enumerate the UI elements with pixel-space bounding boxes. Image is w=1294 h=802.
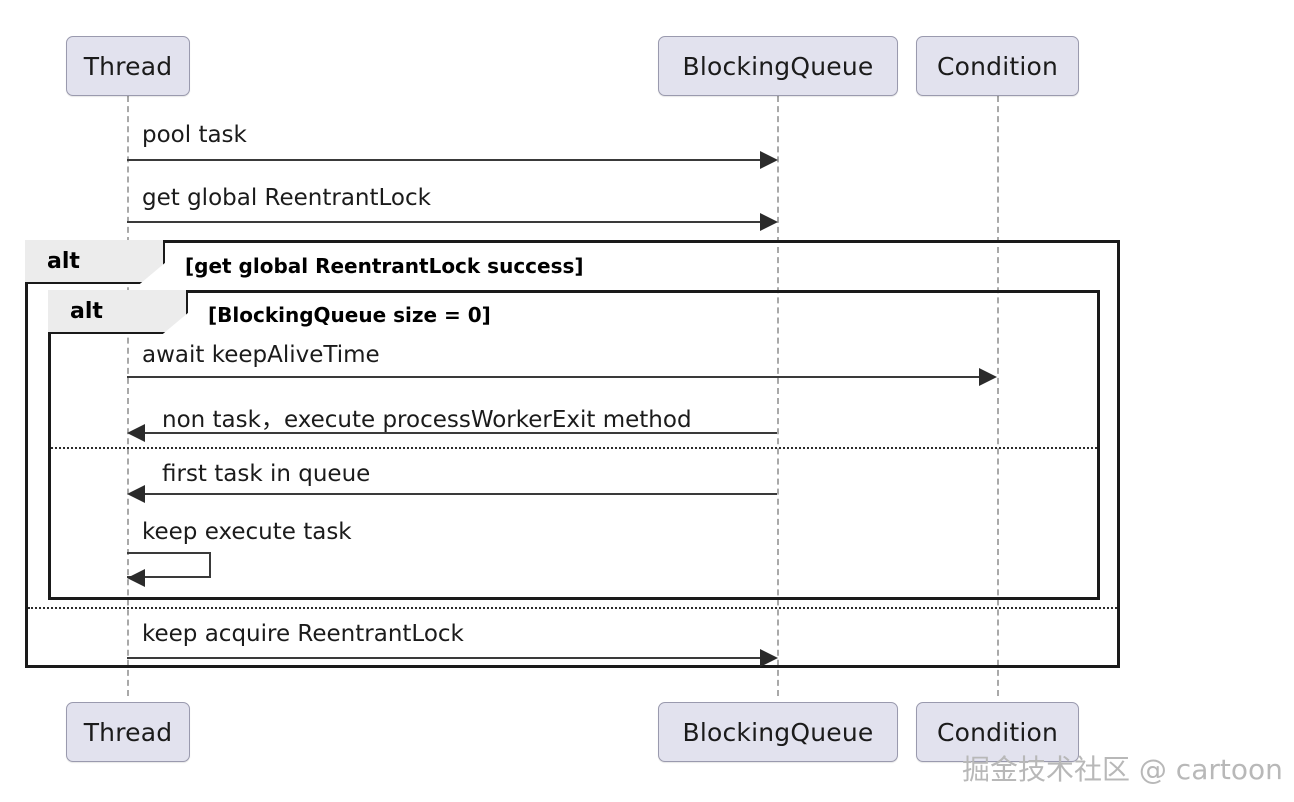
participant-thread-top-label: Thread	[83, 51, 173, 81]
lifeline-thread	[127, 96, 129, 696]
fragment-alt-inner-label: alt	[70, 298, 103, 324]
fragment-alt-inner-guard: [BlockingQueue size = 0]	[208, 303, 491, 327]
participant-blockingqueue-top-label: BlockingQueue	[682, 51, 874, 81]
message-line-keep-acquire-reentrantlock	[127, 657, 761, 659]
message-arrowhead-get-global-reentrantlock	[760, 213, 778, 231]
participant-blockingqueue-bottom-label: BlockingQueue	[682, 717, 874, 747]
participant-condition-top[interactable]: Condition	[916, 36, 1079, 96]
lifeline-blockingqueue	[777, 96, 779, 696]
message-label-await-keepalivetime: await keepAliveTime	[142, 342, 380, 368]
message-label-pool-task: pool task	[142, 122, 247, 148]
message-self-loop-keep-execute-task	[127, 552, 211, 578]
message-line-first-task-in-queue	[145, 493, 777, 495]
message-line-get-global-reentrantlock	[127, 221, 761, 223]
message-label-keep-acquire-reentrantlock: keep acquire ReentrantLock	[142, 621, 464, 647]
fragment-alt-inner-divider	[51, 447, 1097, 449]
message-label-non-task-process-worker-exit: non task，execute processWorkerExit metho…	[162, 407, 692, 433]
participant-condition-bottom-label: Condition	[936, 717, 1059, 747]
participant-thread-bottom-label: Thread	[83, 717, 173, 747]
lifeline-condition	[997, 96, 999, 696]
fragment-alt-inner	[48, 290, 1100, 600]
participant-blockingqueue-top[interactable]: BlockingQueue	[658, 36, 898, 96]
fragment-alt-inner-tab: alt	[48, 290, 188, 334]
message-arrowhead-first-task-in-queue	[127, 485, 145, 503]
message-arrowhead-non-task-process-worker-exit	[127, 424, 145, 442]
message-line-pool-task	[127, 159, 761, 161]
message-label-first-task-in-queue: first task in queue	[162, 461, 371, 487]
message-arrowhead-keep-acquire-reentrantlock	[760, 649, 778, 667]
watermark: 掘金技术社区 @ cartoon	[962, 753, 1283, 786]
message-arrowhead-await-keepalivetime	[979, 368, 997, 386]
message-line-await-keepalivetime	[127, 376, 980, 378]
message-label-keep-execute-task: keep execute task	[142, 519, 352, 545]
fragment-alt-outer-tab: alt	[25, 240, 165, 284]
participant-thread-top[interactable]: Thread	[66, 36, 190, 96]
participant-condition-top-label: Condition	[936, 51, 1059, 81]
participant-blockingqueue-bottom[interactable]: BlockingQueue	[658, 702, 898, 762]
message-arrowhead-pool-task	[760, 151, 778, 169]
fragment-alt-outer	[25, 240, 1120, 668]
fragment-alt-outer-guard: [get global ReentrantLock success]	[185, 254, 584, 278]
fragment-alt-outer-label: alt	[47, 248, 80, 274]
fragment-alt-outer-divider	[28, 607, 1117, 609]
message-arrowhead-keep-execute-task	[127, 569, 145, 587]
participant-thread-bottom[interactable]: Thread	[66, 702, 190, 762]
participant-condition-bottom[interactable]: Condition	[916, 702, 1079, 762]
message-label-get-global-reentrantlock: get global ReentrantLock	[142, 185, 431, 211]
message-line-non-task-process-worker-exit	[145, 432, 777, 434]
